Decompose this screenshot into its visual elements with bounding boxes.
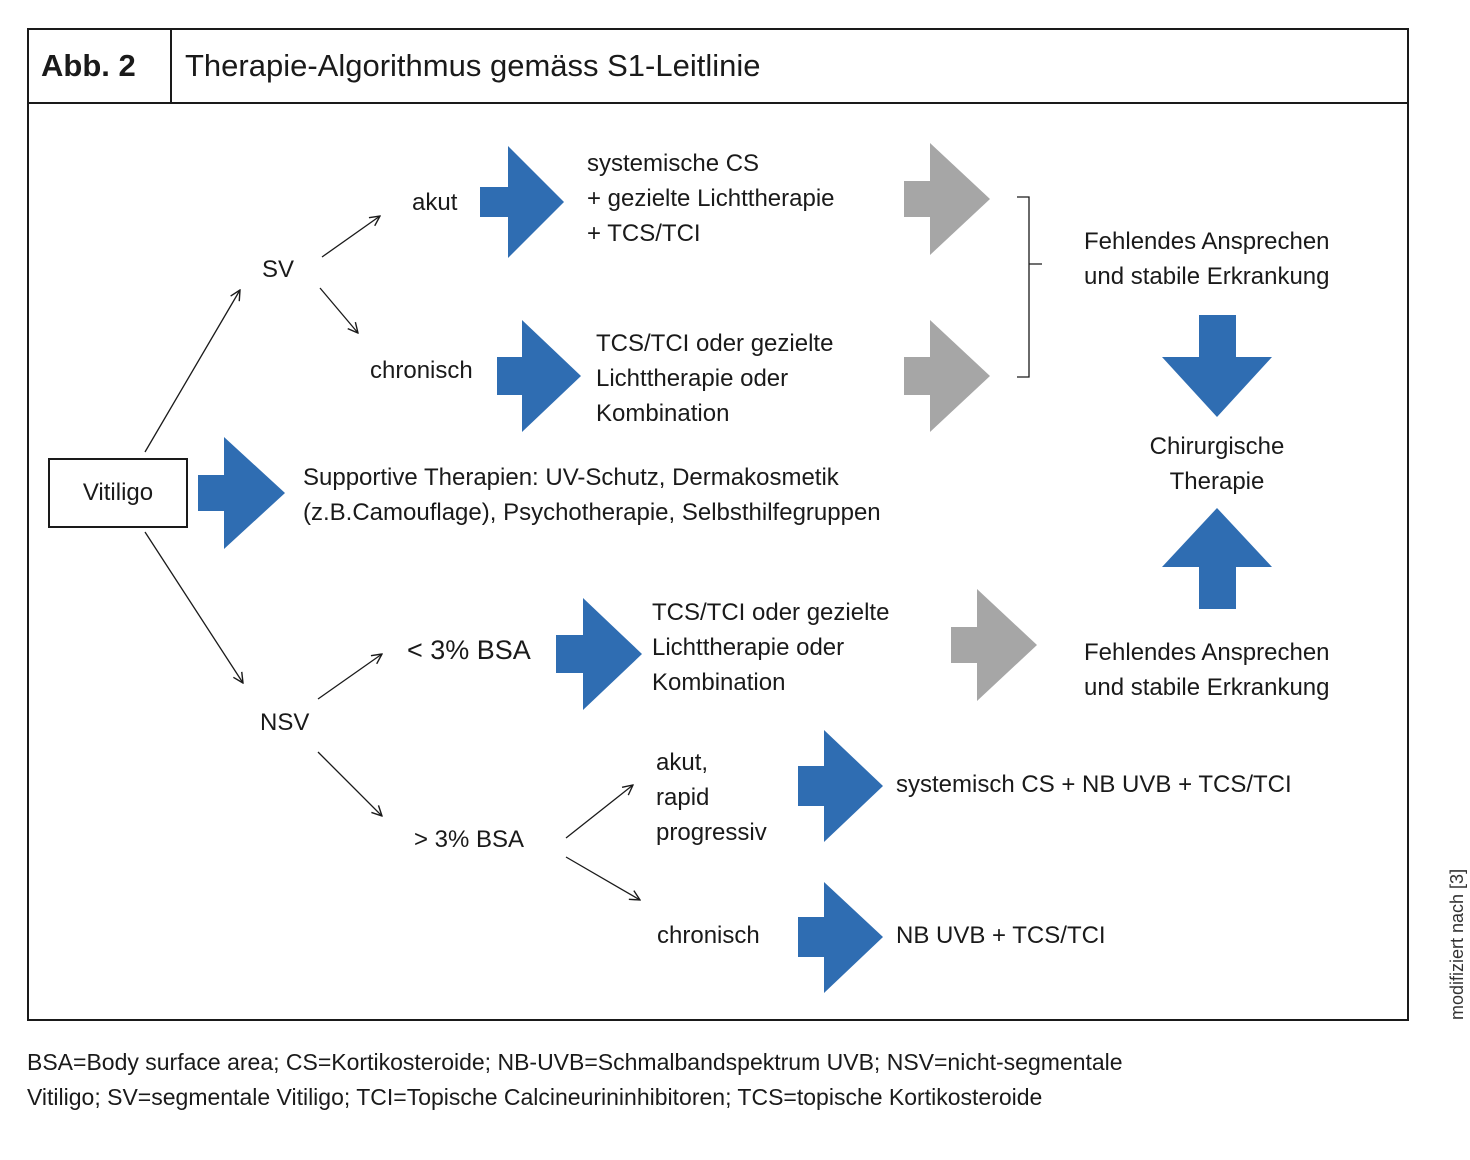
node-failure-top: Fehlendes Ansprechen und stabile Erkrank…: [1084, 228, 1330, 290]
arrow-blue-large-akut: [798, 730, 883, 842]
node-nsv-large-akut-therapy: systemisch CS + NB UVB + TCS/TCI: [896, 771, 1292, 798]
arrow-blue-down-surgery: [1162, 315, 1272, 417]
node-nsv-large-chronisch: chronisch: [657, 922, 760, 949]
connector-sv-akut: [321, 216, 380, 258]
node-supportive: Supportive Therapien: UV-Schutz, Dermako…: [303, 464, 881, 526]
node-vitiligo: Vitiligo: [48, 458, 188, 528]
node-sv-chronisch-therapy: TCS/TCI oder gezielte Lichttherapie oder…: [596, 330, 834, 427]
figure-frame: Abb. 2 Therapie-Algorithmus gemäss S1-Le…: [27, 28, 1409, 1021]
node-sv: SV: [262, 256, 295, 283]
node-failure-bottom: Fehlendes Ansprechen und stabile Erkrank…: [1084, 639, 1330, 701]
arrow-gray-sv-akut: [904, 143, 990, 255]
arrow-gray-nsv-small: [951, 589, 1037, 701]
node-nsv-large-akut: akut, rapid progressiv: [656, 749, 767, 846]
node-nsv-small-therapy: TCS/TCI oder gezielte Lichttherapie oder…: [652, 599, 890, 696]
node-sv-akut-therapy: systemische CS + gezielte Lichttherapie …: [587, 150, 835, 247]
node-nsv-large: > 3% BSA: [414, 826, 525, 853]
node-sv-chronisch: chronisch: [370, 357, 473, 384]
connector-vitiligo-sv: [144, 290, 240, 453]
connector-vitiligo-nsv: [144, 531, 243, 683]
node-nsv-small: < 3% BSA: [407, 635, 531, 665]
connector-sv-chronisch: [319, 287, 358, 333]
node-sv-akut: akut: [412, 189, 458, 216]
abbreviation-legend: BSA=Body surface area; CS=Kortikosteroid…: [27, 1049, 1123, 1110]
figure-header: Abb. 2 Therapie-Algorithmus gemäss S1-Le…: [29, 30, 1407, 104]
arrow-blue-large-chronisch: [798, 882, 883, 993]
arrow-blue-sv-akut: [480, 146, 564, 258]
arrow-blue-up-surgery: [1162, 508, 1272, 609]
figure-title: Therapie-Algorithmus gemäss S1-Leitlinie: [185, 48, 761, 83]
connector-large-chronisch: [565, 856, 640, 900]
connector-nsv-small: [317, 654, 382, 700]
bracket: [1017, 196, 1042, 378]
connector-nsv-large: [317, 751, 382, 816]
connector-large-akut: [565, 785, 633, 839]
arrow-blue-supportive: [198, 437, 285, 549]
arrow-gray-sv-chronisch: [904, 320, 990, 432]
figure-label: Abb. 2: [29, 30, 172, 102]
arrow-blue-sv-chronisch: [497, 320, 581, 432]
node-surgery: Chirurgische Therapie: [1149, 433, 1285, 495]
node-nsv: NSV: [260, 709, 310, 736]
arrow-blue-nsv-small: [556, 598, 642, 710]
node-nsv-large-chronisch-therapy: NB UVB + TCS/TCI: [896, 922, 1106, 949]
source-credit: modifiziert nach [3]: [1447, 868, 1467, 1020]
